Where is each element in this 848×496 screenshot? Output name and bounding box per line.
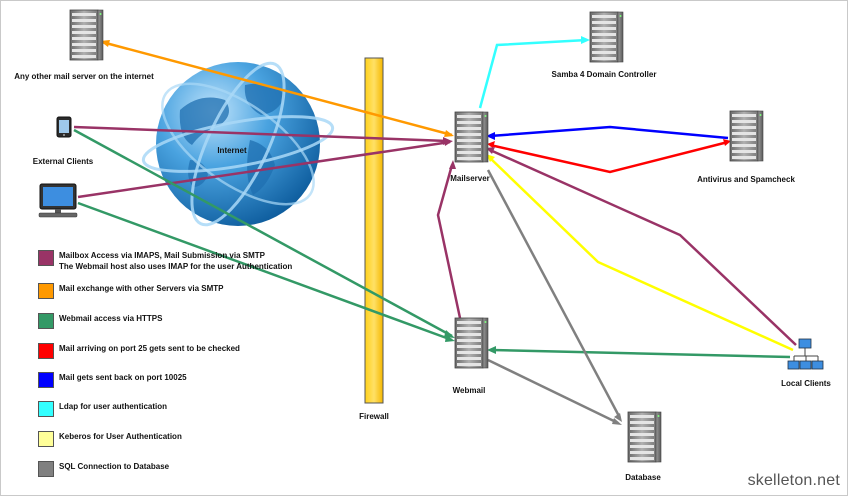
webmail-server-icon (454, 317, 489, 369)
label-database: Database (625, 473, 661, 482)
label-external-clients: External Clients (33, 157, 94, 166)
tablet-icon (56, 116, 72, 138)
link-imap-tablet (73, 125, 449, 143)
legend-label: Mail gets sent back on port 10025 (59, 373, 187, 382)
legend-label: Ldap for user authentication (59, 402, 168, 411)
link-ldap (478, 38, 588, 109)
legend-swatch (38, 461, 54, 477)
samba-server-icon (589, 11, 624, 63)
legend-item-https: Webmail access via HTTPS (38, 313, 162, 329)
label-mailserver: Mailserver (450, 174, 490, 183)
label-other-mail-server: Any other mail server on the internet (14, 72, 154, 81)
label-samba: Samba 4 Domain Controller (552, 70, 657, 79)
desktop-computer-icon (38, 183, 78, 218)
firewall-bar (364, 57, 384, 404)
legend-swatch (38, 313, 54, 329)
legend-item-kerberos: Keberos for User Authentication (38, 431, 182, 447)
legend-swatch (38, 401, 54, 417)
link-https-local (491, 348, 791, 359)
link-https-desktop (77, 201, 453, 342)
label-internet: Internet (217, 146, 247, 155)
legend-label: SQL Connection to Database (59, 462, 170, 471)
link-sql-mailserver (486, 169, 622, 419)
legend-label: Mailbox Access via IMAPS, Mail Submissio… (59, 251, 265, 260)
label-local-clients: Local Clients (781, 379, 831, 388)
legend-label: The Webmail host also uses IMAP for the … (59, 262, 293, 271)
legend-swatch (38, 283, 54, 299)
legend-item-imap: Mailbox Access via IMAPS, Mail Submissio… (38, 250, 292, 272)
link-imap-local (489, 148, 797, 346)
local-clients-network-icon (787, 338, 824, 370)
database-server-icon (627, 411, 662, 463)
legend-label: Keberos for User Authentication (59, 432, 182, 441)
label-firewall: Firewall (359, 412, 389, 421)
link-smtp-external (101, 40, 453, 137)
legend-swatch (38, 431, 54, 447)
legend-label: Webmail access via HTTPS (59, 314, 163, 323)
label-webmail: Webmail (453, 386, 486, 395)
legend-item-sql: SQL Connection to Database (38, 461, 169, 477)
legend-swatch (38, 343, 54, 359)
antivirus-server-icon (729, 110, 764, 162)
mailserver-icon (454, 111, 489, 163)
link-https-tablet (73, 128, 453, 338)
legend-swatch (38, 250, 54, 266)
legend-item-port10025: Mail gets sent back on port 10025 (38, 372, 187, 388)
link-imap-desktop (77, 140, 451, 199)
link-kerberos (489, 157, 794, 352)
link-port10025 (489, 125, 729, 140)
legend-item-ldap: Ldap for user authentication (38, 401, 167, 417)
link-port25 (489, 140, 729, 174)
link-sql-webmail (487, 358, 619, 425)
connections (73, 36, 797, 425)
link-imap-webmail (436, 164, 462, 319)
label-antivirus: Antivirus and Spamcheck (697, 175, 795, 184)
watermark: skelleton.net (747, 472, 840, 489)
legend-item-smtp: Mail exchange with other Servers via SMT… (38, 283, 224, 299)
legend-label: Mail arriving on port 25 gets sent to be… (59, 344, 240, 353)
legend-swatch (38, 372, 54, 388)
legend-item-port25: Mail arriving on port 25 gets sent to be… (38, 343, 240, 359)
other-mail-server-icon (69, 9, 104, 61)
legend-label: Mail exchange with other Servers via SMT… (59, 284, 224, 293)
